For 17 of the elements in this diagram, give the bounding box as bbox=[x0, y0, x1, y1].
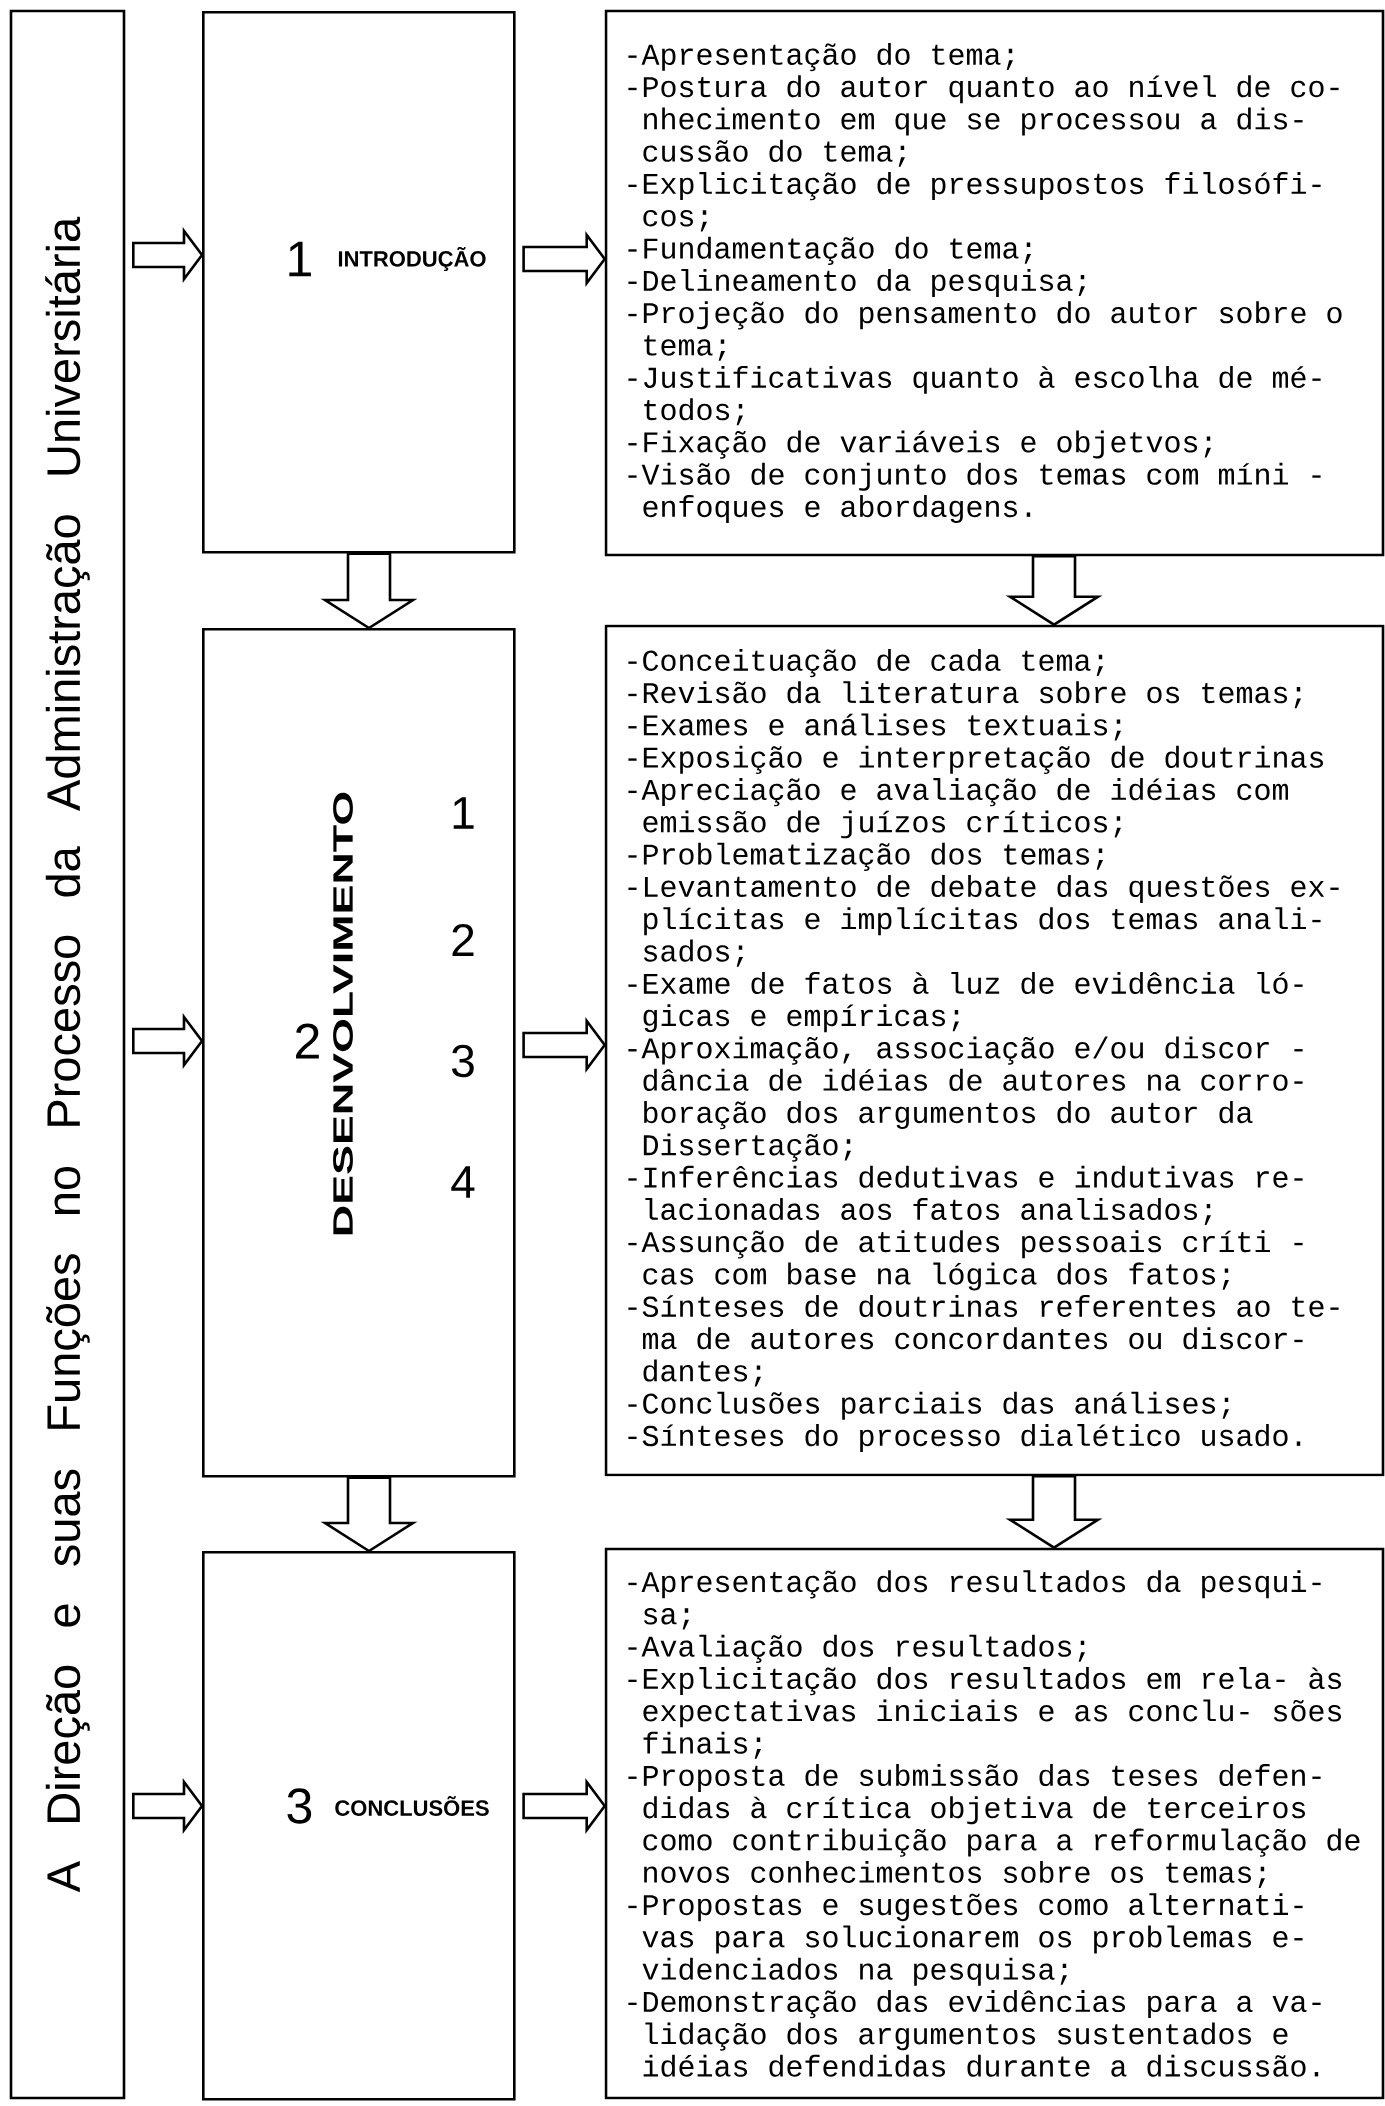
stage-box: 1 INTRODUÇÃO bbox=[202, 10, 516, 554]
block-arrow bbox=[132, 1013, 204, 1069]
topic-list-box: -Apresentação dos resultados da pesqui- sa; -Avaliação dos resultados; -Explicitação dos resultados em rela- às expectativas iniciais e as conclu- sões finais; -Proposta de submissão das teses defen- didas à crítica objetiva de terceiros como contribuição para a reformulação de novos conhecimentos sobre os temas; -Propostas e sugestões como alternati- vas para solucionarem os problemas e- videnciados na pesquisa; -Demonstração das evidências para a va- lidação dos argumentos sustentados e idéias defendidas durante a discussão. bbox=[604, 1547, 1385, 2100]
block-arrow bbox=[132, 1778, 204, 1834]
block-arrow bbox=[132, 227, 204, 283]
block-arrow bbox=[522, 231, 607, 287]
stage-box: 2 DESENVOLVIMENTO 1 2 3 4 bbox=[202, 628, 516, 1478]
block-arrow bbox=[522, 1778, 607, 1834]
block-arrow bbox=[320, 1476, 418, 1553]
block-arrow bbox=[522, 1017, 607, 1073]
topic-list-box: -Conceituação de cada tema; -Revisão da literatura sobre os temas; -Exames e análises textuais; -Exposição e interpretação de doutrinas -Apreciação e avaliação de idéias com emissão de juízos críticos; -Problematização dos temas; -Levantamento de debate das questões ex- plícitas e implícitas dos temas anali- sados; -Exame de fatos à luz de evidência ló- gicas e empíricas; -Aproximação, associação e/ou discor - dância de idéias de autores na corro- boração dos argumentos do autor da Dissertação; -Inferências dedutivas e indutivas re- lacionadas aos fatos analisados; -Assunção de atitudes pessoais críti - cas com base na lógica dos fatos; -Sínteses de doutrinas referentes ao te- ma de autores concordantes ou discor- dantes; -Conclusões parciais das análises; -Sínteses do processo dialético usado. bbox=[604, 624, 1385, 1477]
stage-box: 3 CONCLUSÕES bbox=[202, 1551, 516, 2101]
block-arrow bbox=[1005, 555, 1103, 627]
block-arrow bbox=[320, 552, 418, 630]
block-arrow bbox=[1005, 1475, 1103, 1550]
title-box: A Direção e suas Funções no Processo da Administração Universitária bbox=[9, 9, 126, 2100]
topic-list-box: -Apresentação do tema; -Postura do autor quanto ao nível de co- nhecimento em que se processou a dis- cussão do tema; -Explicitação de pressupostos filosófi- cos; -Fundamentação do tema; -Delineamento da pesquisa; -Projeção do pensamento do autor sobre o tema; -Justificativas quanto à escolha de mé- todos; -Fixação de variáveis e objetvos; -Visão de conjunto dos temas com míni - enfoques e abordagens. bbox=[604, 9, 1385, 557]
